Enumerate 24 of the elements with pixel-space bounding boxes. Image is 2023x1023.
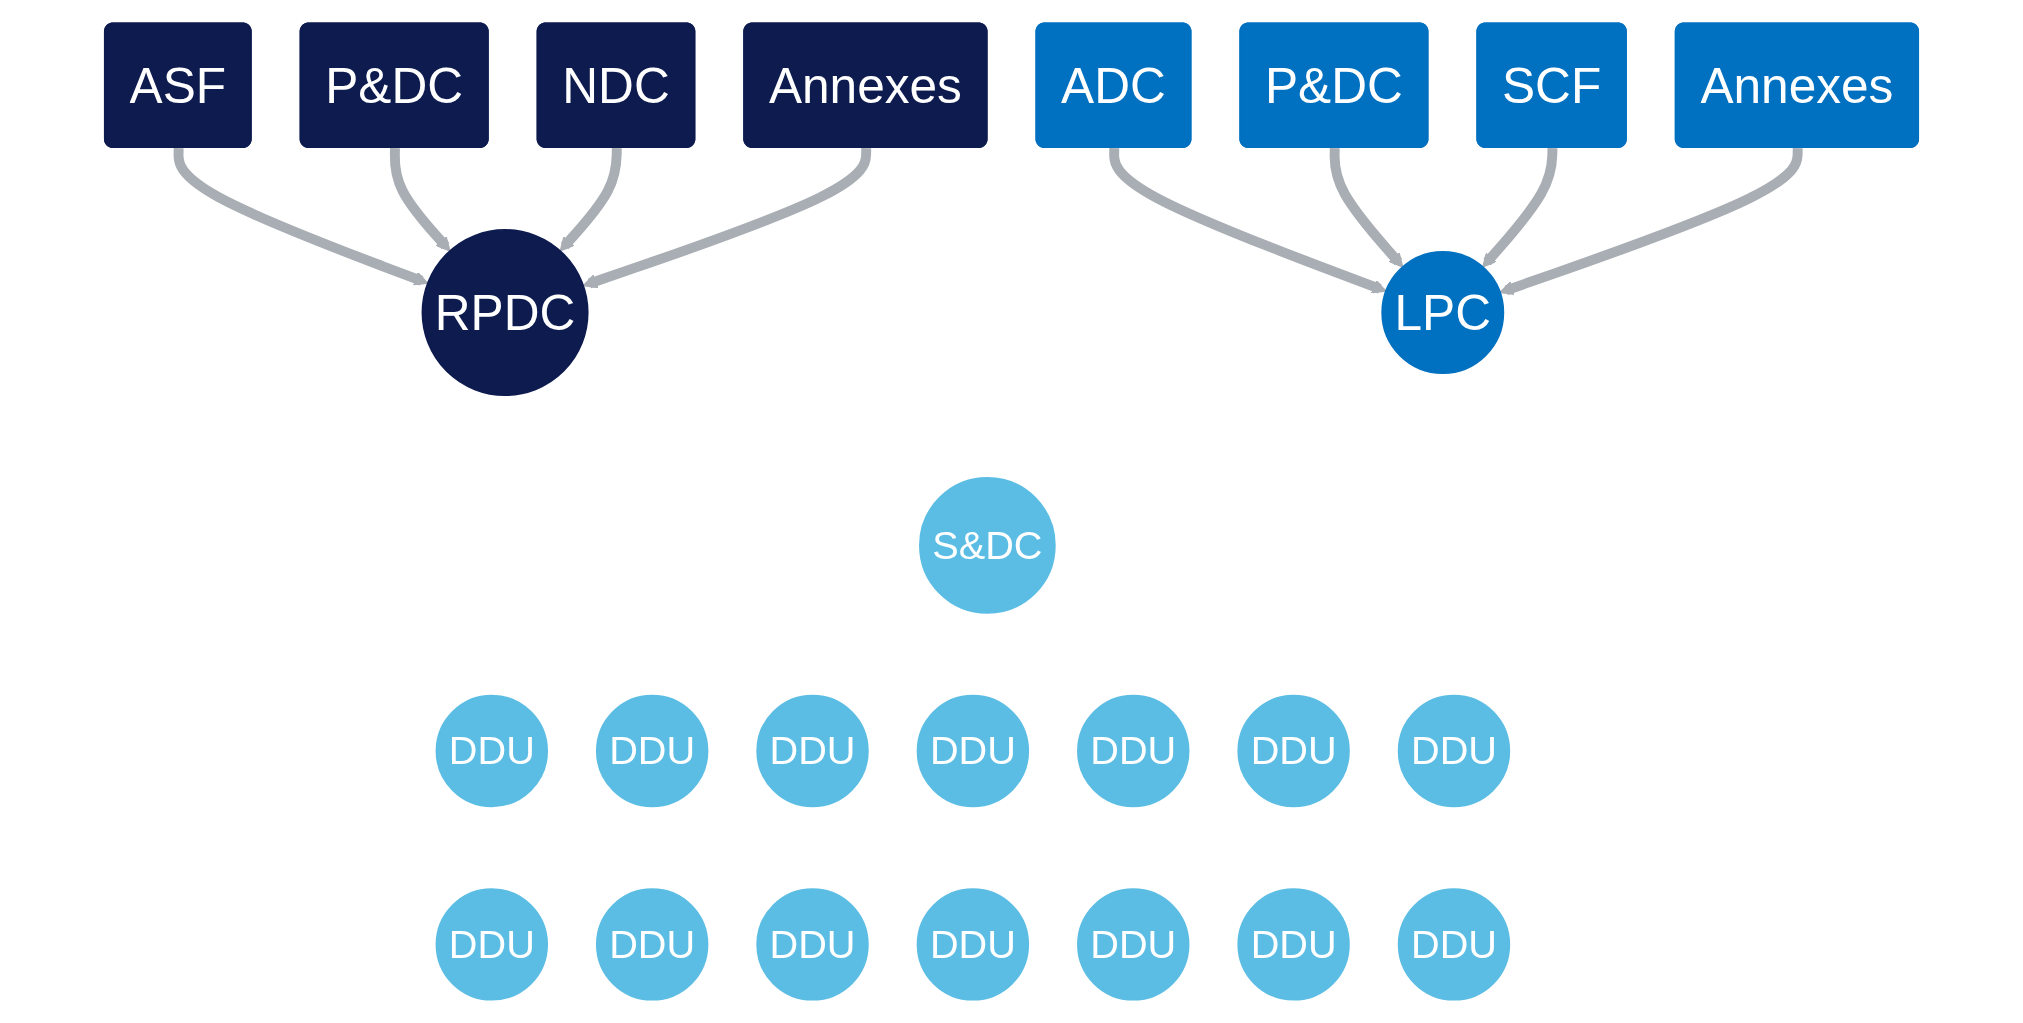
node-circle: LPC: [1381, 251, 1505, 374]
arrow: [173, 147, 429, 286]
node-circle: DDU: [595, 694, 709, 808]
node-circle: DDU: [1077, 694, 1190, 808]
arrow: [1329, 147, 1404, 268]
arrow: [1499, 147, 1803, 296]
node-circle: DDU: [1397, 694, 1511, 808]
arrow: [582, 147, 872, 289]
node-circle: DDU: [756, 694, 869, 808]
node-circle: DDU: [916, 694, 1030, 808]
node-circle: DDU: [435, 694, 548, 808]
node-circle: DDU: [1077, 888, 1190, 1001]
node-circle: DDU: [1397, 888, 1511, 1001]
arrow: [1482, 147, 1558, 268]
node-circle: S&DC: [919, 477, 1056, 614]
node-circle: RPDC: [421, 229, 589, 397]
node-circle: DDU: [916, 888, 1030, 1001]
node-circle: DDU: [435, 888, 548, 1001]
node-circle: DDU: [756, 888, 869, 1001]
arrow: [389, 147, 451, 252]
node-circle: DDU: [1237, 694, 1350, 808]
arrow: [559, 147, 622, 252]
node-circle: DDU: [1237, 888, 1350, 1001]
node-circle: DDU: [595, 888, 709, 1001]
